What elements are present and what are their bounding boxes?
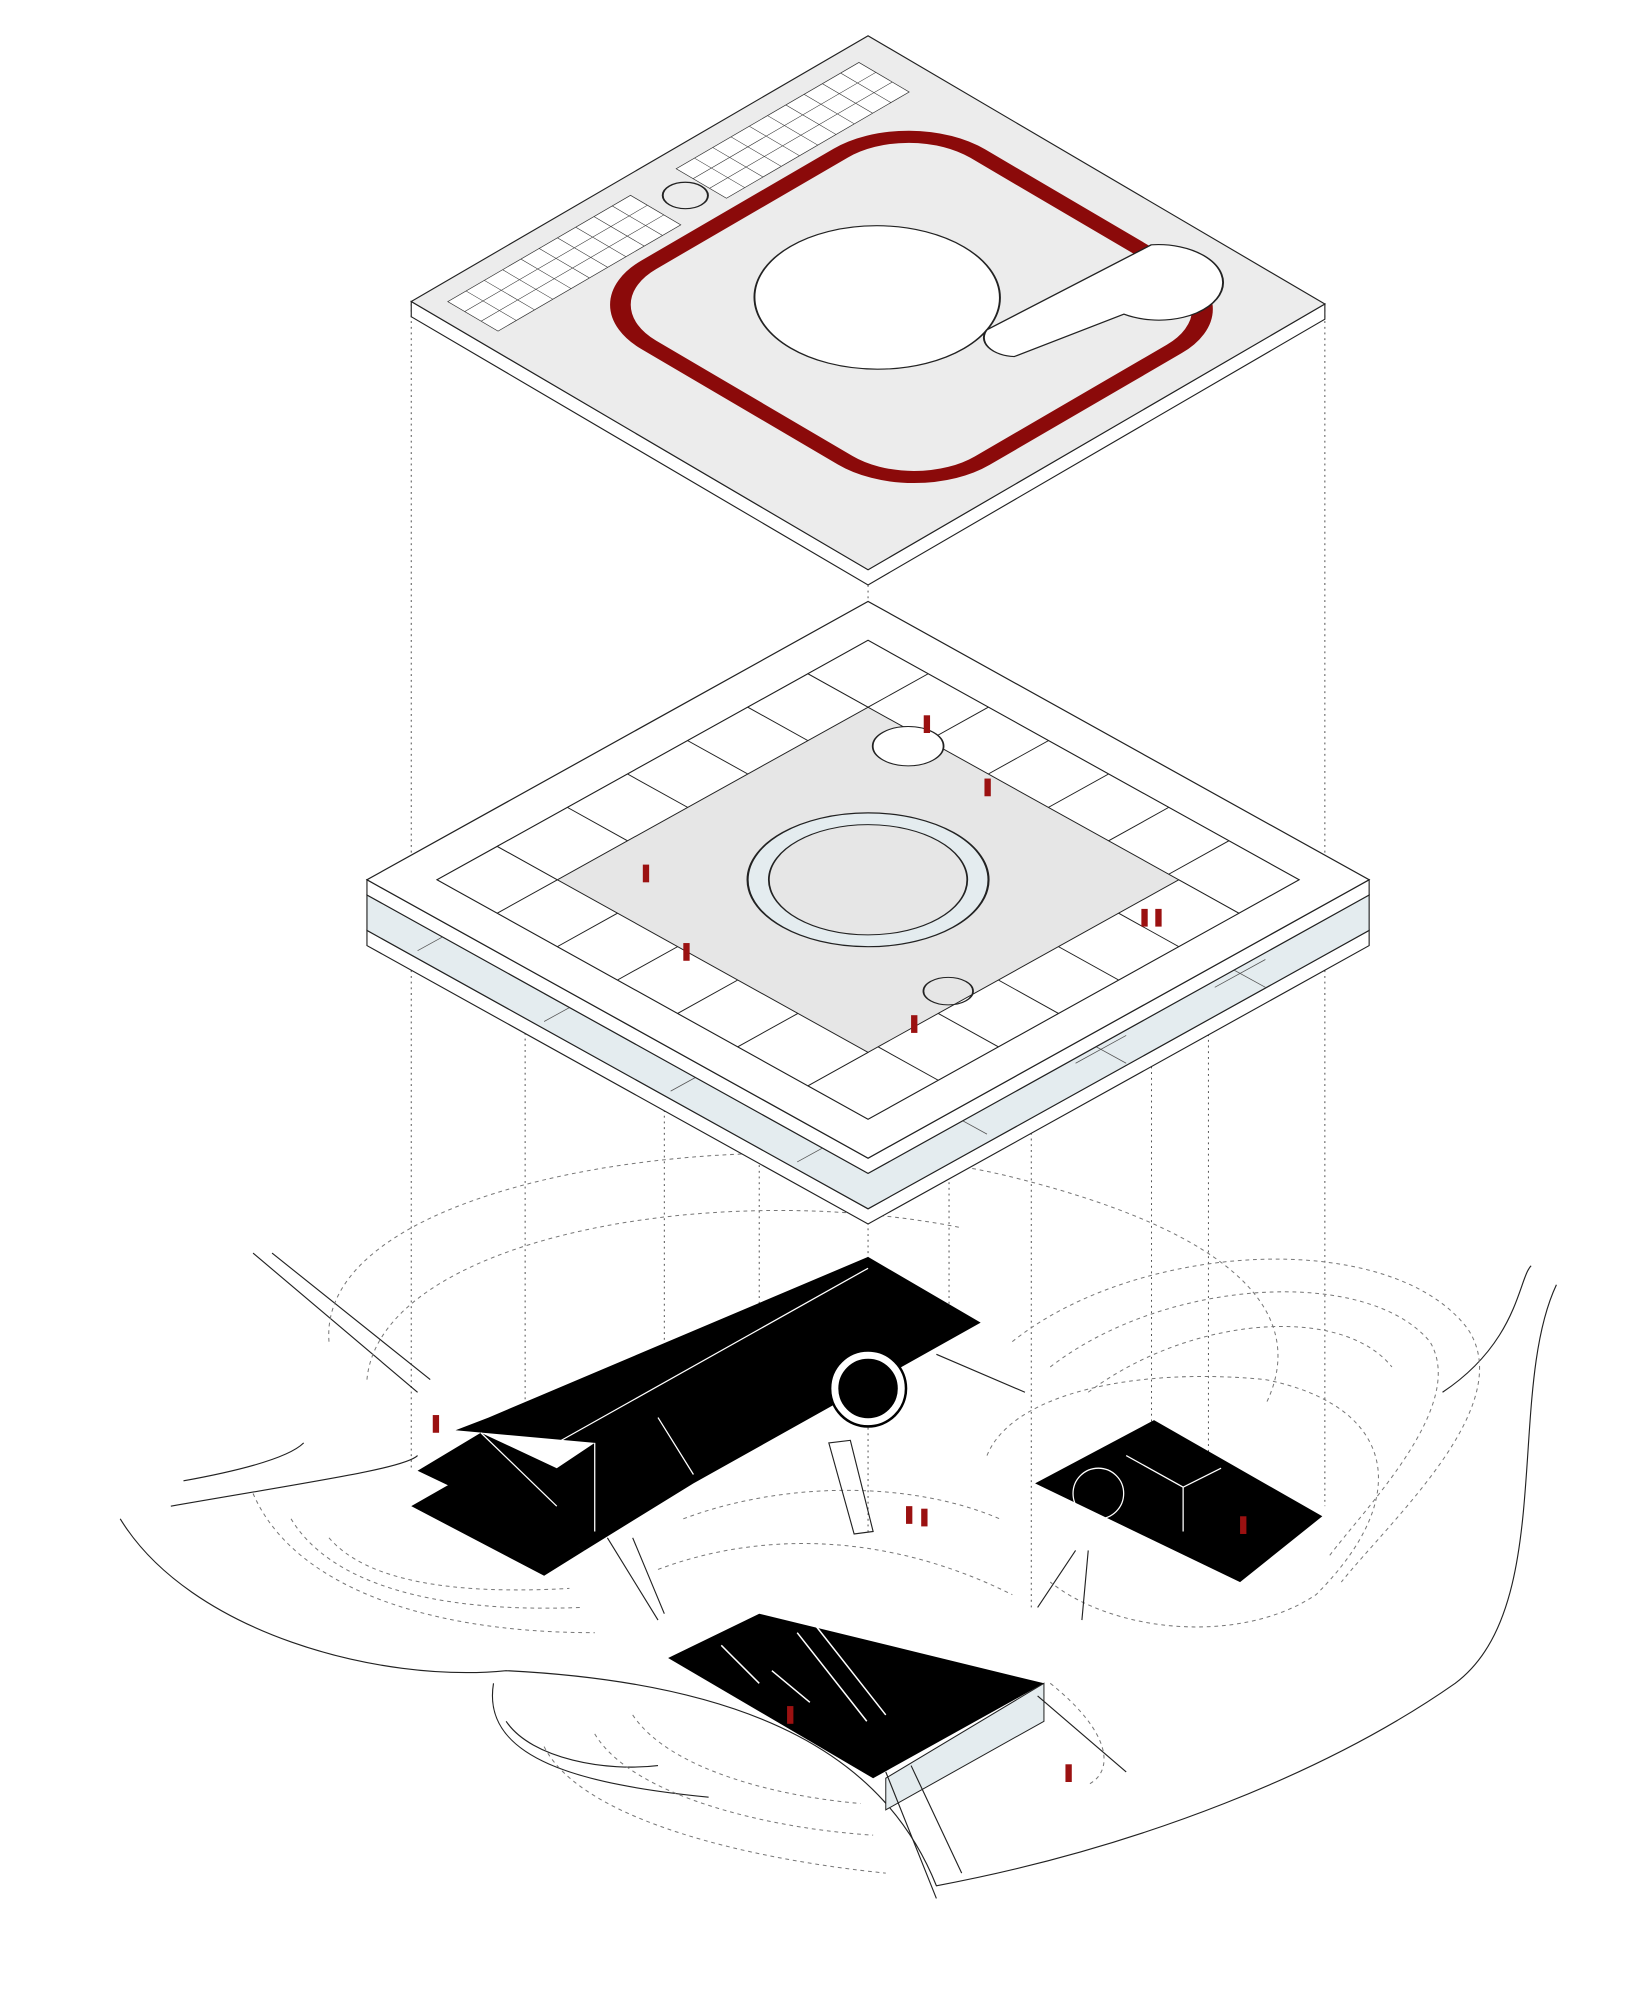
long-building-slab <box>417 1256 981 1551</box>
running-track <box>610 130 1213 484</box>
roof-level <box>410 35 1326 586</box>
small-building-slab <box>1035 1420 1323 1583</box>
roof-opening <box>753 225 1001 370</box>
contour-lines <box>252 1152 1481 1874</box>
ground-level <box>119 1152 1557 1899</box>
rooftop-pavilion <box>982 244 1224 358</box>
human-figures <box>432 1415 1247 1783</box>
upper-floor <box>365 600 1371 1225</box>
site-outline <box>119 1284 1557 1887</box>
theatre-slab <box>668 1613 1044 1779</box>
